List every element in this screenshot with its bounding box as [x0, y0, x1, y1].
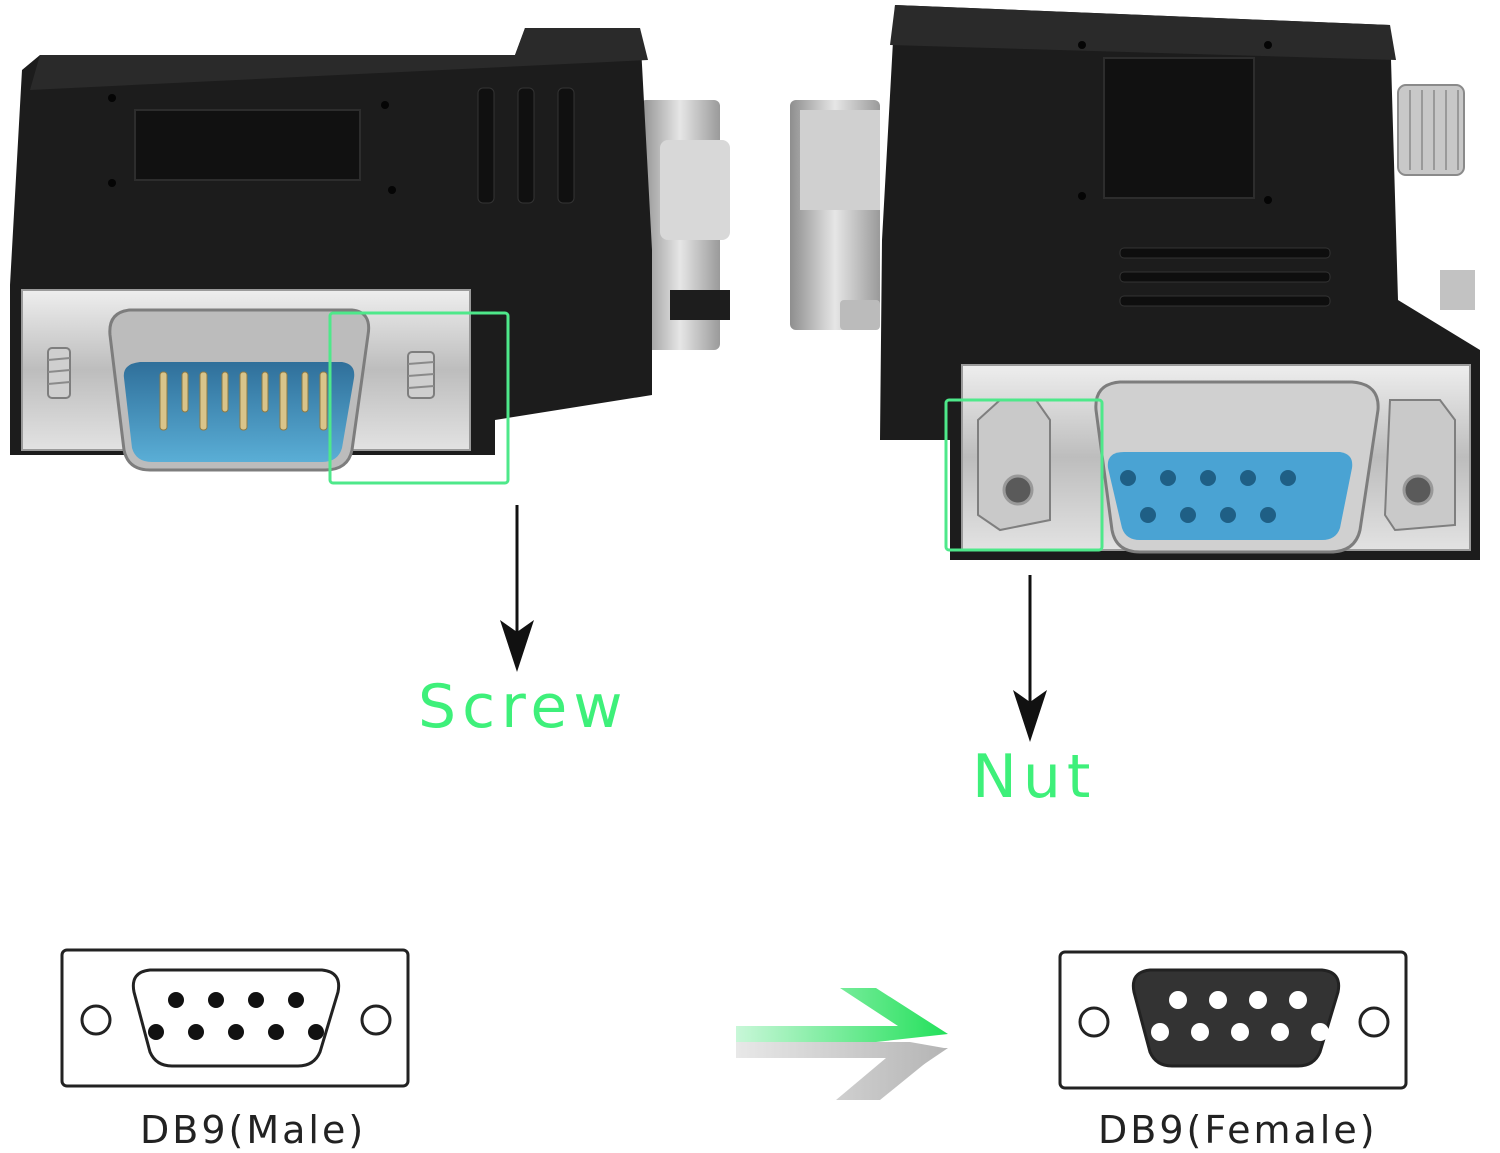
db9-male-caption: DB9(Male) — [140, 1108, 367, 1152]
db9-female-diagram — [1058, 950, 1408, 1090]
nut-pointer-arrow — [1013, 575, 1047, 742]
screw-highlight-box — [328, 311, 510, 485]
screw-pointer-arrow — [500, 505, 534, 672]
nut-label: Nut — [972, 742, 1097, 812]
male-adapter-photo — [10, 28, 730, 472]
female-adapter-photo — [790, 5, 1480, 560]
nut-highlight-box — [944, 398, 1104, 552]
db9-male-diagram — [60, 948, 410, 1088]
double-right-arrow-icon — [736, 988, 948, 1100]
db9-female-caption: DB9(Female) — [1098, 1108, 1378, 1152]
screw-label: Screw — [418, 672, 629, 742]
